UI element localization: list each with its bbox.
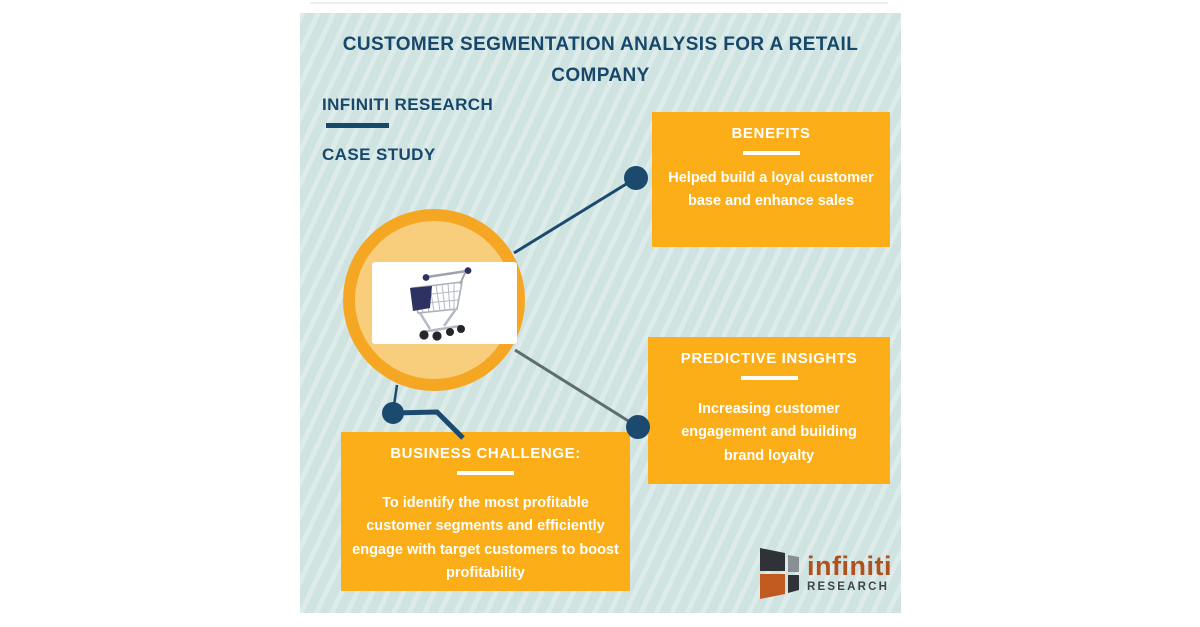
logo-text-block: infiniti RESEARCH (807, 550, 892, 594)
infiniti-logo-icon (760, 548, 799, 599)
business-challenge-body: To identify the most profitable customer… (352, 495, 619, 582)
cart-wheelbase (421, 324, 461, 334)
predictive-insights-body: Increasing customer engagement and build… (681, 401, 857, 464)
cart-wheel (419, 330, 429, 340)
cart-leg-back (442, 308, 458, 327)
connector-dot-challenge (382, 402, 404, 424)
page-title-text: CUSTOMER SEGMENTATION ANALYSIS FOR A RET… (342, 34, 859, 87)
cart-wire (447, 283, 451, 311)
benefits-body: Helped build a loyal customer base and e… (668, 170, 874, 210)
shopping-cart-icon (410, 267, 472, 341)
predictive-insights-title: PREDICTIVE INSIGHTS (680, 350, 858, 367)
cart-wheel (457, 325, 465, 333)
benefits-title: BENEFITS (731, 125, 811, 142)
business-challenge-title: BUSINESS CHALLENGE: (390, 445, 581, 462)
cart-front-panel (410, 286, 432, 311)
business-challenge-title-underline (457, 471, 514, 475)
brand-underline (326, 123, 389, 128)
connector-line-benefits (513, 176, 637, 255)
cart-wire (441, 284, 446, 311)
cart-handle-knob-right (464, 267, 472, 274)
infographic-canvas: CUSTOMER SEGMENTATION ANALYSIS FOR A RET… (300, 13, 901, 613)
cart-wheel (432, 331, 442, 341)
case-study-label: CASE STUDY (322, 145, 436, 164)
page-title: CUSTOMER SEGMENTATION ANALYSIS FOR A RET… (300, 29, 901, 92)
connector-line-predictive (514, 348, 639, 429)
logo-pane-bottom-right (788, 575, 799, 593)
cart-wire (435, 284, 441, 312)
logo-subtitle: RESEARCH (807, 580, 890, 593)
logo-name: infiniti (807, 550, 892, 581)
logo-pane-bottom-left (760, 574, 785, 599)
cart-wheel (446, 328, 454, 336)
logo-pane-top-right (788, 555, 799, 572)
logo-pane-top-left (760, 548, 785, 571)
predictive-insights-title-underline (740, 376, 798, 380)
connector-line-challenge-drop (391, 384, 399, 413)
cart-handle (426, 269, 468, 279)
benefits-box: BENEFITS Helped build a loyal customer b… (652, 112, 890, 247)
cart-leg-front (418, 312, 432, 330)
brand-name: INFINITI RESEARCH (322, 95, 494, 114)
business-challenge-box: BUSINESS CHALLENGE: To identify the most… (341, 432, 630, 591)
infiniti-research-logo: infiniti RESEARCH (758, 545, 892, 601)
predictive-insights-box: PREDICTIVE INSIGHTS Increasing customer … (648, 337, 890, 484)
benefits-title-underline (742, 151, 800, 155)
cart-handle-knob-left (422, 274, 430, 281)
connector-dot-benefits (624, 166, 648, 190)
shopping-cart-photo (372, 262, 517, 344)
top-border-artifact (310, 2, 888, 4)
